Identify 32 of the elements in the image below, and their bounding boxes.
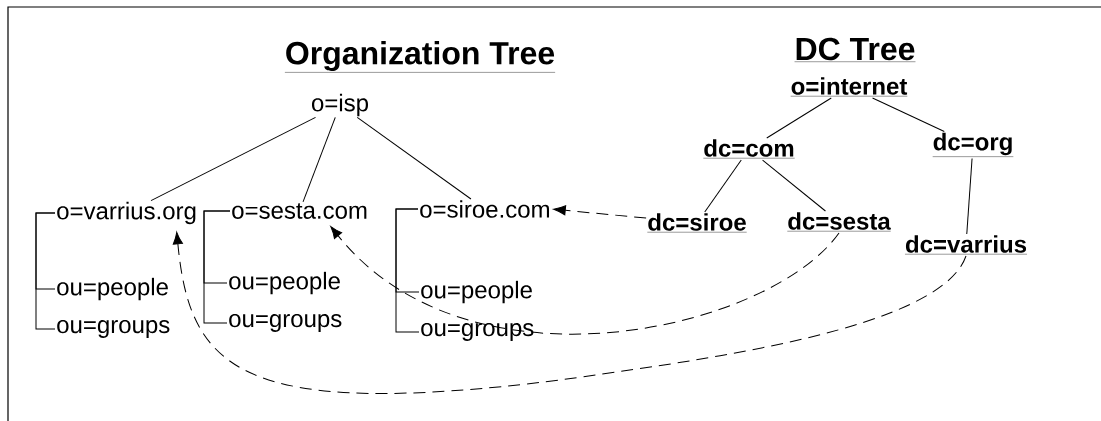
tree-heading: Organization Tree xyxy=(284,41,556,73)
tree-line xyxy=(872,97,945,133)
entry-label: ou=groups xyxy=(229,314,342,332)
tree-line xyxy=(302,116,336,203)
underlined-entry-label: dc=siroe xyxy=(647,213,747,233)
tree-line xyxy=(966,157,973,235)
tree-line xyxy=(150,116,317,202)
entry-label: o=isp xyxy=(312,93,368,117)
dashed-arrow xyxy=(330,226,840,335)
bracket-line xyxy=(203,210,231,324)
bracket-line xyxy=(395,208,420,333)
tree-line xyxy=(766,97,832,139)
dashed-arrow xyxy=(172,231,967,394)
entry-label: ou=groups xyxy=(57,320,170,338)
underlined-entry-label: dc=varrius xyxy=(904,235,1028,255)
entry-label: o=siroe.com xyxy=(420,200,549,218)
entry-label: o=sesta.com xyxy=(232,203,367,219)
underlined-entry-label: dc=com xyxy=(703,139,795,159)
entry-label: ou=people xyxy=(57,277,168,301)
tree-line xyxy=(762,159,826,212)
tree-heading: DC Tree xyxy=(794,37,916,62)
entry-label: ou=people xyxy=(229,271,340,295)
entry-label: o=varrius.org xyxy=(57,201,196,225)
tree-line xyxy=(704,159,742,213)
underlined-entry-label: dc=sesta xyxy=(787,212,891,232)
underlined-entry-label: o=internet xyxy=(790,77,908,97)
entry-label: ou=people xyxy=(421,280,532,304)
dashed-arrow xyxy=(553,205,647,219)
underlined-entry-label: dc=org xyxy=(932,132,1014,157)
entry-label: ou=groups xyxy=(421,323,534,341)
tree-line xyxy=(356,116,472,200)
bracket-line xyxy=(35,212,56,330)
